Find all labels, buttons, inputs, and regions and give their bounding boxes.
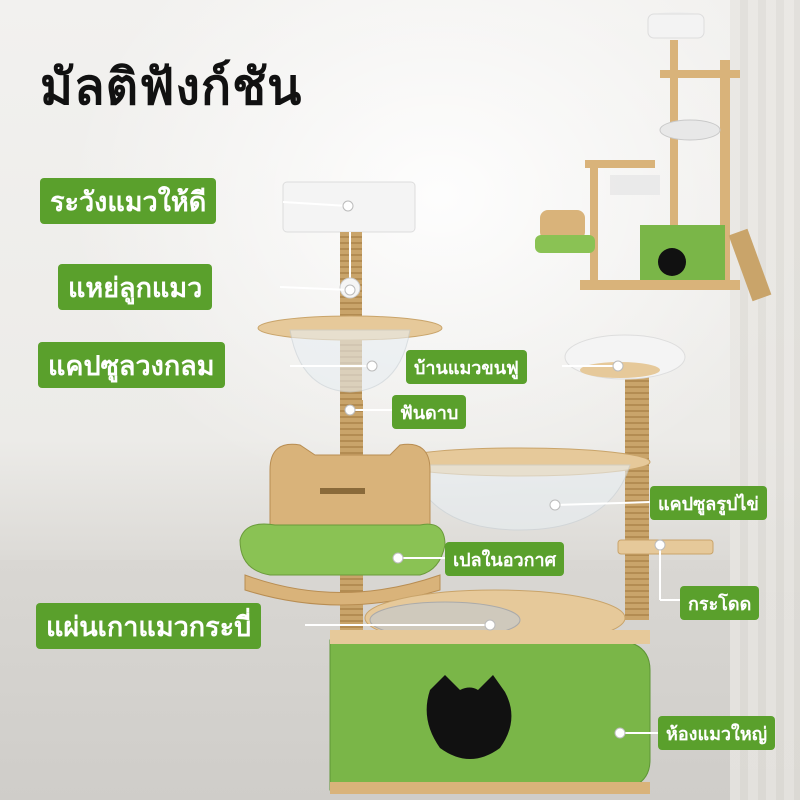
page-title: มัลติฟังก์ชัน — [40, 58, 303, 116]
label-big-room: ห้องแมวใหญ่ — [658, 716, 776, 750]
label-scratch-board: แผ่นเกาแมวกระบี่ — [36, 603, 262, 649]
label-egg-capsule: แคปซูลรูปไข่ — [650, 486, 767, 520]
label-space-hammock: เปลในอวกาศ — [445, 542, 565, 576]
main-cat-tree — [239, 181, 714, 794]
label-sisal: ฟันดาบ — [392, 395, 467, 429]
leader-lines — [279, 201, 680, 734]
label-fluffy-house: บ้านแมวขนฟู — [406, 350, 527, 384]
label-careful: ระวังแมวให้ดี — [40, 178, 217, 224]
curtain — [730, 0, 800, 800]
label-round-capsule: แคปซูลวงกลม — [38, 342, 225, 388]
thumbnail-cat-tree — [535, 12, 772, 302]
label-jump: กระโดด — [680, 586, 760, 620]
label-tease: แหย่ลูกแมว — [58, 264, 213, 310]
leader-dots — [342, 200, 666, 739]
